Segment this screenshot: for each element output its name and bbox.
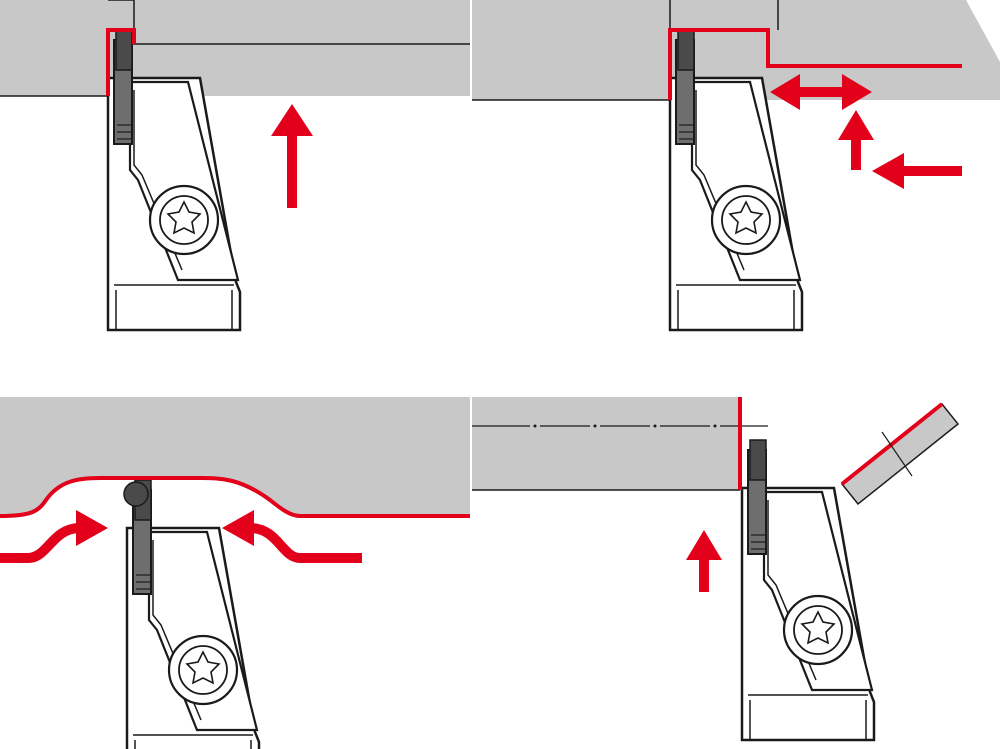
cut-profile-line <box>0 476 470 518</box>
feed-arrow-up-icon <box>686 530 722 592</box>
workpiece <box>472 0 1000 100</box>
feed-arrow-left-icon <box>872 153 962 189</box>
workpiece <box>0 0 470 96</box>
axial-feed-double-arrow-icon <box>770 74 872 110</box>
panel-top-right <box>472 0 1000 332</box>
parted-off-piece <box>840 402 960 506</box>
panel-bottom-right <box>472 397 960 742</box>
cut-profile-line <box>668 28 962 100</box>
curved-feed-arrow-left-icon <box>222 510 362 563</box>
workpiece <box>472 397 740 490</box>
workpiece <box>0 397 470 516</box>
cut-profile-line <box>106 28 136 96</box>
curved-feed-arrow-right-icon <box>0 510 108 563</box>
panel-bottom-left <box>0 397 470 749</box>
feed-arrow-up-icon <box>271 104 313 208</box>
panel-top-left <box>0 0 470 332</box>
feed-arrow-up-icon <box>838 110 874 170</box>
